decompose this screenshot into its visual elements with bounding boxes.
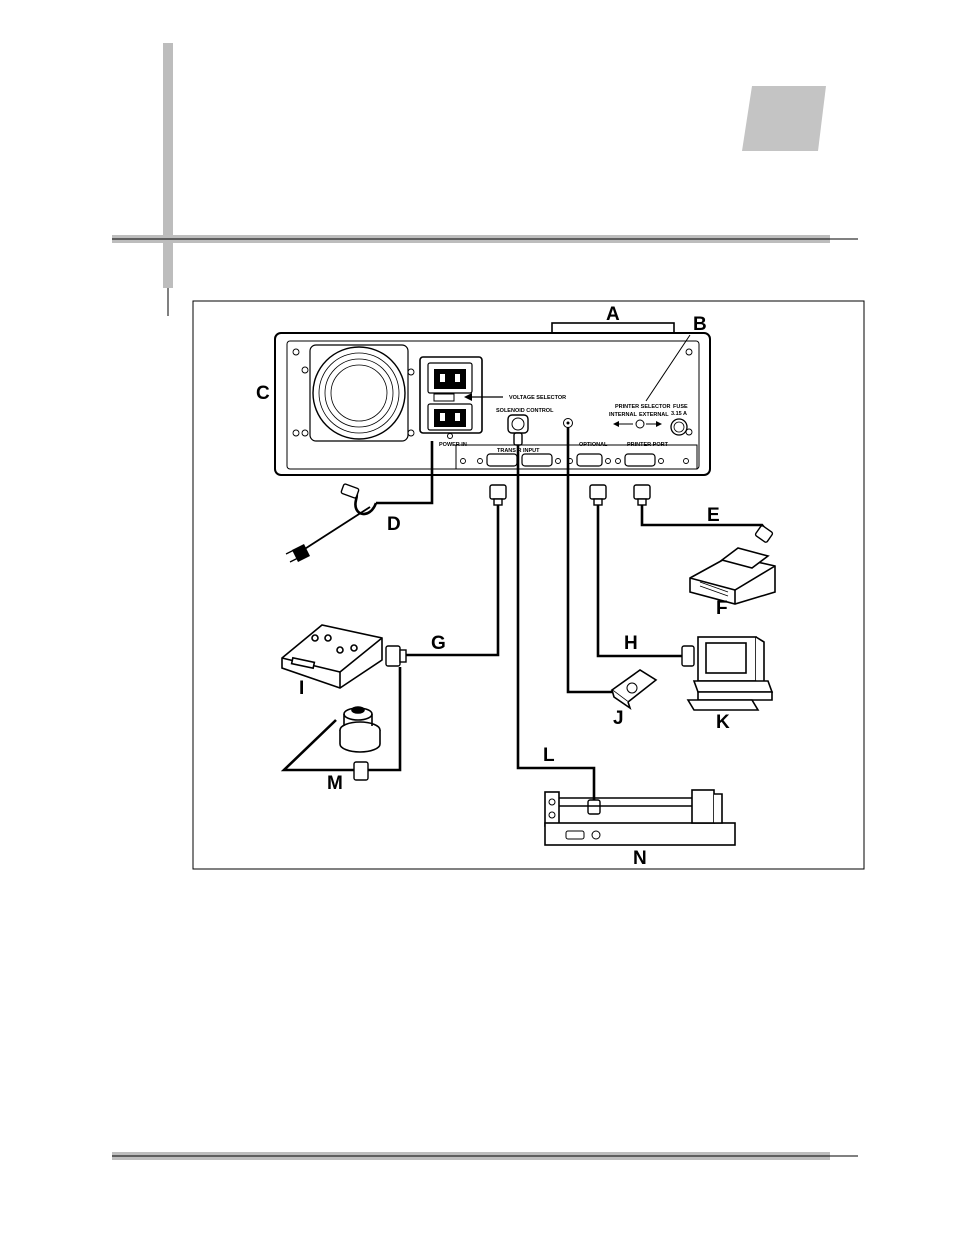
fuse-label: FUSE [673, 404, 688, 410]
rear-panel: VOLTAGE SELECTOR POWER IN SOLENOID CONTR… [275, 333, 710, 475]
external-label: EXTERNAL [639, 412, 669, 418]
internal-label: INTERNAL [609, 412, 637, 418]
solenoid-control-label: SOLENOID CONTROL [496, 408, 554, 414]
optional-label: OPTIONAL [579, 442, 608, 448]
test-stand-device [545, 790, 735, 845]
callout-g: G [431, 633, 446, 654]
callout-m: M [327, 773, 343, 794]
callout-i: I [299, 678, 304, 699]
cable-plugs [341, 433, 773, 814]
pendant-device [612, 670, 656, 708]
computer-device [688, 637, 772, 710]
power-sockets [420, 357, 482, 439]
callout-k: K [716, 712, 730, 733]
callout-j: J [613, 708, 624, 729]
voltage-selector-label: VOLTAGE SELECTOR [509, 395, 566, 401]
header-rules [112, 43, 858, 316]
encoder-device [340, 707, 380, 752]
callout-n: N [633, 848, 647, 869]
callout-a: A [606, 304, 620, 325]
fuse-rating-label: 3.15 A [671, 411, 687, 417]
cables [284, 427, 770, 812]
callout-h: H [624, 633, 638, 654]
printer-selector-label: PRINTER SELECTOR [615, 404, 671, 410]
callout-c: C [256, 383, 270, 404]
callout-b: B [693, 314, 707, 335]
chapter-tab [742, 86, 826, 151]
control-box-device [282, 625, 382, 688]
printer-device [690, 548, 775, 604]
vertical-rule [163, 43, 173, 288]
callout-d: D [387, 514, 401, 535]
footer-rules [112, 1152, 858, 1160]
callout-f: F [716, 598, 728, 619]
callout-l: L [543, 745, 555, 766]
printer-port-label: PRINTER PORT [627, 442, 669, 448]
callout-e: E [707, 505, 720, 526]
